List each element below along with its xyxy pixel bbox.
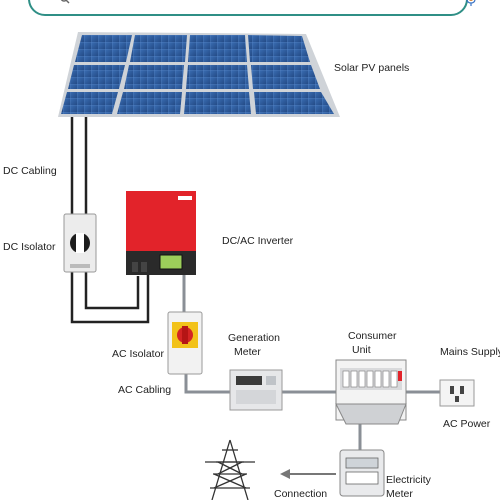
microphone-icon[interactable] xyxy=(464,0,478,7)
inverter-device xyxy=(126,191,196,275)
dc-cables xyxy=(70,117,150,324)
label-electricity-meter-2: Meter xyxy=(386,488,413,500)
ac-cables xyxy=(182,275,440,452)
solar-panel-array xyxy=(58,32,340,117)
ac-isolator-device xyxy=(167,311,203,375)
generation-meter-device xyxy=(229,369,283,411)
label-electricity-meter-1: Electricity xyxy=(386,474,431,486)
label-ac-cabling: AC Cabling xyxy=(118,384,172,396)
grid-arrow xyxy=(280,469,336,479)
dc-isolator-device xyxy=(63,213,97,273)
label-consumer-unit-2: Unit xyxy=(352,344,371,356)
transmission-tower-icon xyxy=(205,439,255,500)
label-generation-meter-2: Meter xyxy=(234,346,261,358)
label-ac-power: AC Power xyxy=(443,418,491,430)
label-dc-cabling: DC Cabling xyxy=(3,165,57,177)
label-connection: Connection xyxy=(274,488,328,500)
label-consumer-unit-1: Consumer xyxy=(348,330,397,342)
consumer-unit-device xyxy=(335,359,407,425)
label-dc-isolator: DC Isolator xyxy=(3,241,56,253)
label-generation-meter-1: Generation xyxy=(228,332,280,344)
label-mains-supply: Mains Supply xyxy=(440,346,500,358)
mains-socket-device xyxy=(439,379,475,407)
label-inverter: DC/AC Inverter xyxy=(222,235,294,247)
label-ac-isolator: AC Isolator xyxy=(112,348,164,360)
label-solar-panels: Solar PV panels xyxy=(334,62,410,74)
electricity-meter-device xyxy=(339,449,385,497)
search-icon xyxy=(60,0,70,4)
